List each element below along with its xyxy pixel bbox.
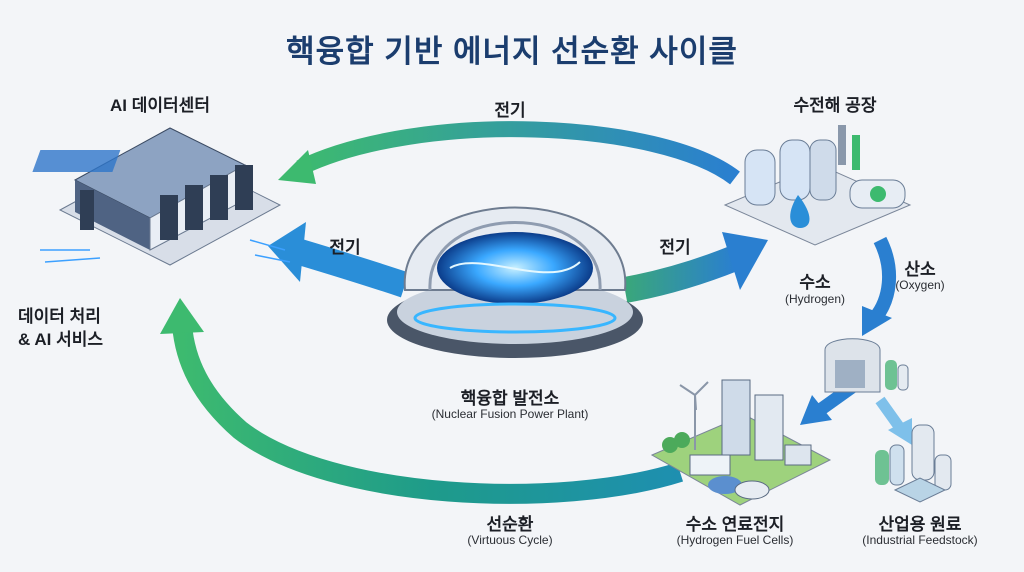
right-electricity-label: 전기 bbox=[659, 238, 691, 257]
electrolysis-plant-illustration bbox=[723, 125, 912, 246]
fusion-label: 핵융합 발전소 bbox=[460, 389, 560, 408]
fusion-sub: (Nuclear Fusion Power Plant) bbox=[431, 407, 589, 421]
cycle-label: 선순환 bbox=[486, 515, 534, 534]
page-title: 핵융합 기반 에너지 선순환 사이클 bbox=[286, 34, 738, 69]
data-service-line1: 데이터 처리 bbox=[18, 307, 101, 326]
storage-facility-illustration bbox=[824, 338, 909, 393]
arrow-electricity-left bbox=[268, 222, 410, 298]
industrial-feedstock-illustration bbox=[875, 424, 952, 503]
arrow-electrolysis-output bbox=[862, 236, 897, 336]
hydrogen-sub: (Hydrogen) bbox=[784, 292, 846, 306]
data-service-line2: & AI 서비스 bbox=[18, 330, 104, 349]
arrow-to-feedstock bbox=[875, 396, 912, 445]
top-electricity-label: 전기 bbox=[494, 101, 526, 120]
hydrogen-city-illustration bbox=[650, 379, 832, 506]
electrolysis-label: 수전해 공장 bbox=[793, 96, 877, 115]
oxygen-sub: (Oxygen) bbox=[895, 278, 945, 292]
datacenter-label: AI 데이터센터 bbox=[110, 96, 210, 115]
left-electricity-label: 전기 bbox=[329, 238, 361, 257]
hydrogen-label: 수소 bbox=[799, 273, 831, 292]
oxygen-label: 산소 bbox=[904, 260, 936, 279]
arrow-virtuous-cycle bbox=[160, 298, 684, 504]
feedstock-sub: (Industrial Feedstock) bbox=[862, 533, 978, 547]
fuelcell-label: 수소 연료전지 bbox=[685, 515, 785, 534]
arrow-electricity-right bbox=[622, 232, 768, 303]
feedstock-label: 산업용 원료 bbox=[878, 515, 962, 534]
cycle-sub: (Virtuous Cycle) bbox=[467, 533, 553, 547]
arrow-electricity-top bbox=[278, 121, 740, 185]
datacenter-illustration bbox=[32, 127, 291, 266]
fuelcell-sub: (Hydrogen Fuel Cells) bbox=[676, 533, 794, 547]
fusion-reactor-illustration bbox=[387, 206, 643, 358]
